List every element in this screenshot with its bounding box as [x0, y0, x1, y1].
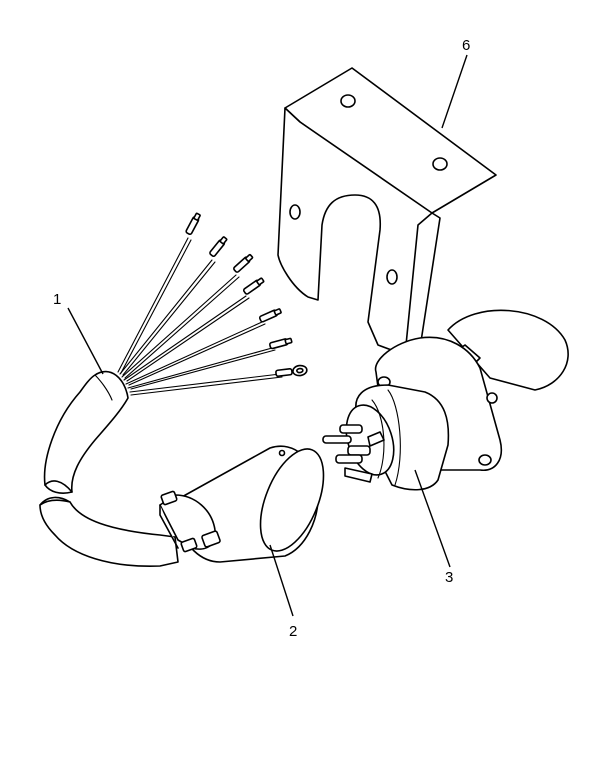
callout-2: 2 — [289, 623, 297, 640]
callout-1: 1 — [53, 291, 61, 308]
bracket-part-6 — [277, 67, 497, 356]
callout-3: 3 — [445, 569, 453, 586]
leader-1 — [67, 307, 104, 375]
wire-bundle — [117, 237, 283, 396]
cable-harness-part-1 — [39, 212, 308, 567]
boot-clamp-part-2 — [159, 445, 325, 563]
leader-6 — [441, 54, 468, 129]
leader-3 — [414, 469, 451, 568]
callout-6: 6 — [462, 37, 470, 54]
leader-2 — [269, 544, 294, 617]
receptacle-part-3 — [322, 309, 569, 491]
wire-terminals — [185, 212, 308, 378]
